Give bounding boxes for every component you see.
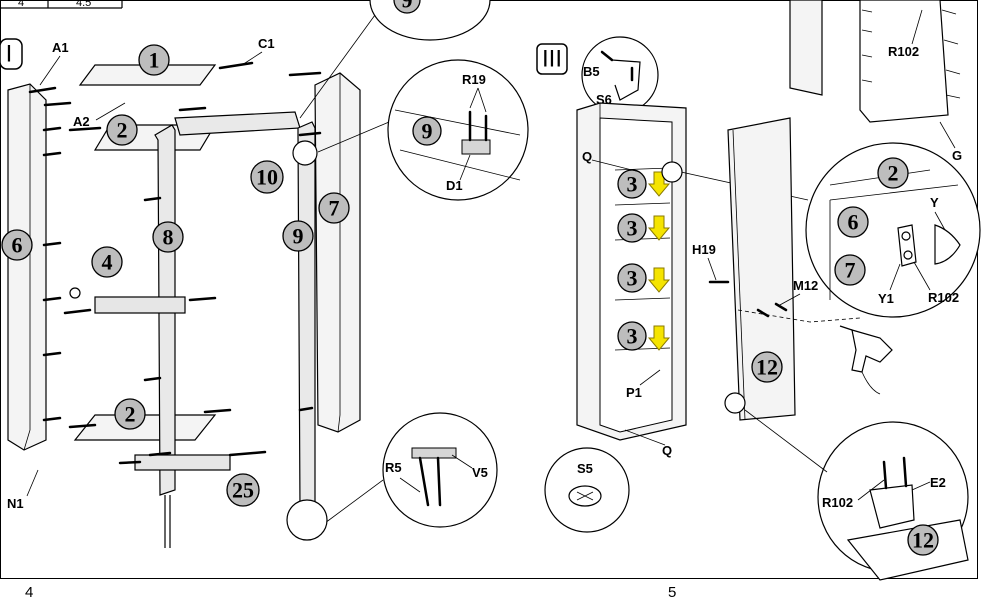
svg-text:12: 12	[756, 355, 778, 380]
page-number-left: 4	[25, 584, 33, 599]
svg-text:2: 2	[125, 402, 136, 427]
svg-text:25: 25	[232, 478, 254, 503]
svg-text:6: 6	[848, 210, 859, 235]
svg-text:9: 9	[422, 119, 433, 144]
detail-circle-s5: S5	[544, 447, 630, 533]
svg-text:2: 2	[888, 161, 899, 186]
label-m12: M12	[793, 278, 818, 293]
detail-circle-9-top: 9	[299, 0, 491, 119]
section-3-box: III	[536, 43, 568, 75]
label-r19: R19	[462, 72, 486, 87]
label-h19: H19	[692, 242, 716, 257]
part-bubble-1: 1	[138, 44, 170, 76]
rail-4	[63, 287, 217, 315]
part-bubble-6: 6	[1, 229, 33, 261]
post-9	[297, 121, 316, 535]
svg-text:8: 8	[163, 225, 174, 250]
svg-text:3: 3	[627, 172, 638, 197]
side-panel-6	[7, 83, 62, 451]
part-bubble-7: 7	[318, 192, 350, 224]
detail-circle-hinge-bracket: 2 6 7 Y Y1 R102	[805, 142, 981, 318]
top-table: 4 4.5	[0, 0, 123, 9]
side-panel-7	[314, 72, 361, 433]
svg-text:7: 7	[329, 196, 340, 221]
label-r5: R5	[385, 460, 402, 475]
top-table-cell-right: 4.5	[76, 0, 91, 9]
label-n1: N1	[7, 496, 24, 511]
svg-text:9: 9	[293, 224, 304, 249]
shelf-bubble-3-d: 3	[617, 321, 671, 351]
drill-icon	[839, 325, 893, 395]
top-table-cell-left: 4	[18, 0, 24, 9]
door-12: 12	[708, 117, 861, 421]
label-a2: A2	[73, 114, 90, 129]
section-1-box: I	[0, 38, 23, 70]
label-y: Y	[930, 195, 939, 210]
post-8	[154, 124, 176, 548]
label-p1: P1	[626, 385, 642, 400]
part-bubble-2-lower: 2	[114, 398, 146, 430]
detail-circle-door-hinge: 12 R102 E2	[724, 392, 969, 581]
label-r102-bottom: R102	[822, 495, 853, 510]
part-bubble-9: 9	[282, 220, 314, 252]
shelf-bubble-3-b: 3	[617, 213, 671, 243]
svg-text:4: 4	[102, 250, 113, 275]
svg-text:3: 3	[627, 266, 638, 291]
svg-text:9: 9	[402, 0, 413, 13]
label-v5: V5	[472, 465, 488, 480]
label-q-top: Q	[582, 149, 592, 164]
top-right-cabinet: R102 G	[789, 0, 962, 163]
svg-text:6: 6	[12, 233, 23, 258]
shelf-bubble-3-a: 3	[617, 169, 671, 199]
svg-text:10: 10	[256, 165, 278, 190]
svg-text:1: 1	[149, 48, 160, 73]
detail-circle-r19: 9 R19 D1	[292, 59, 529, 201]
label-e2: E2	[930, 475, 946, 490]
part-bubble-2-upper: 2	[106, 114, 138, 146]
label-r102-top: R102	[888, 44, 919, 59]
label-b5: B5	[583, 64, 600, 79]
label-g: G	[952, 148, 962, 163]
part-bubble-10: 10	[250, 160, 284, 194]
svg-text:12: 12	[912, 528, 934, 553]
section-1-screws	[28, 61, 322, 457]
panel-6-dowels	[42, 126, 62, 422]
part-bubble-4: 4	[91, 246, 123, 278]
label-r102-mid: R102	[928, 290, 959, 305]
label-a1: A1	[52, 40, 69, 55]
svg-text:7: 7	[845, 258, 856, 283]
label-c1: C1	[258, 36, 275, 51]
label-s5: S5	[577, 461, 593, 476]
label-y1: Y1	[878, 291, 894, 306]
svg-text:2: 2	[117, 118, 128, 143]
top-panel-1	[78, 64, 217, 86]
svg-text:3: 3	[627, 216, 638, 241]
page-number-right: 5	[668, 584, 676, 599]
section-1-label: I	[6, 41, 13, 68]
part-bubble-25: 25	[226, 473, 260, 507]
section-3-label: III	[542, 46, 562, 73]
detail-circle-r5-v5: R5 V5	[286, 412, 498, 541]
detail-circle-b5-s6: B5 S6	[581, 36, 659, 114]
part-bubble-8: 8	[152, 221, 184, 253]
rail-10	[174, 111, 301, 136]
shelf-bubble-3-c: 3	[617, 263, 671, 293]
shelf-panel-2-lower	[73, 414, 217, 441]
rail-25	[118, 450, 267, 471]
label-q-bottom: Q	[662, 443, 672, 458]
svg-text:3: 3	[627, 324, 638, 349]
label-d1: D1	[446, 178, 463, 193]
